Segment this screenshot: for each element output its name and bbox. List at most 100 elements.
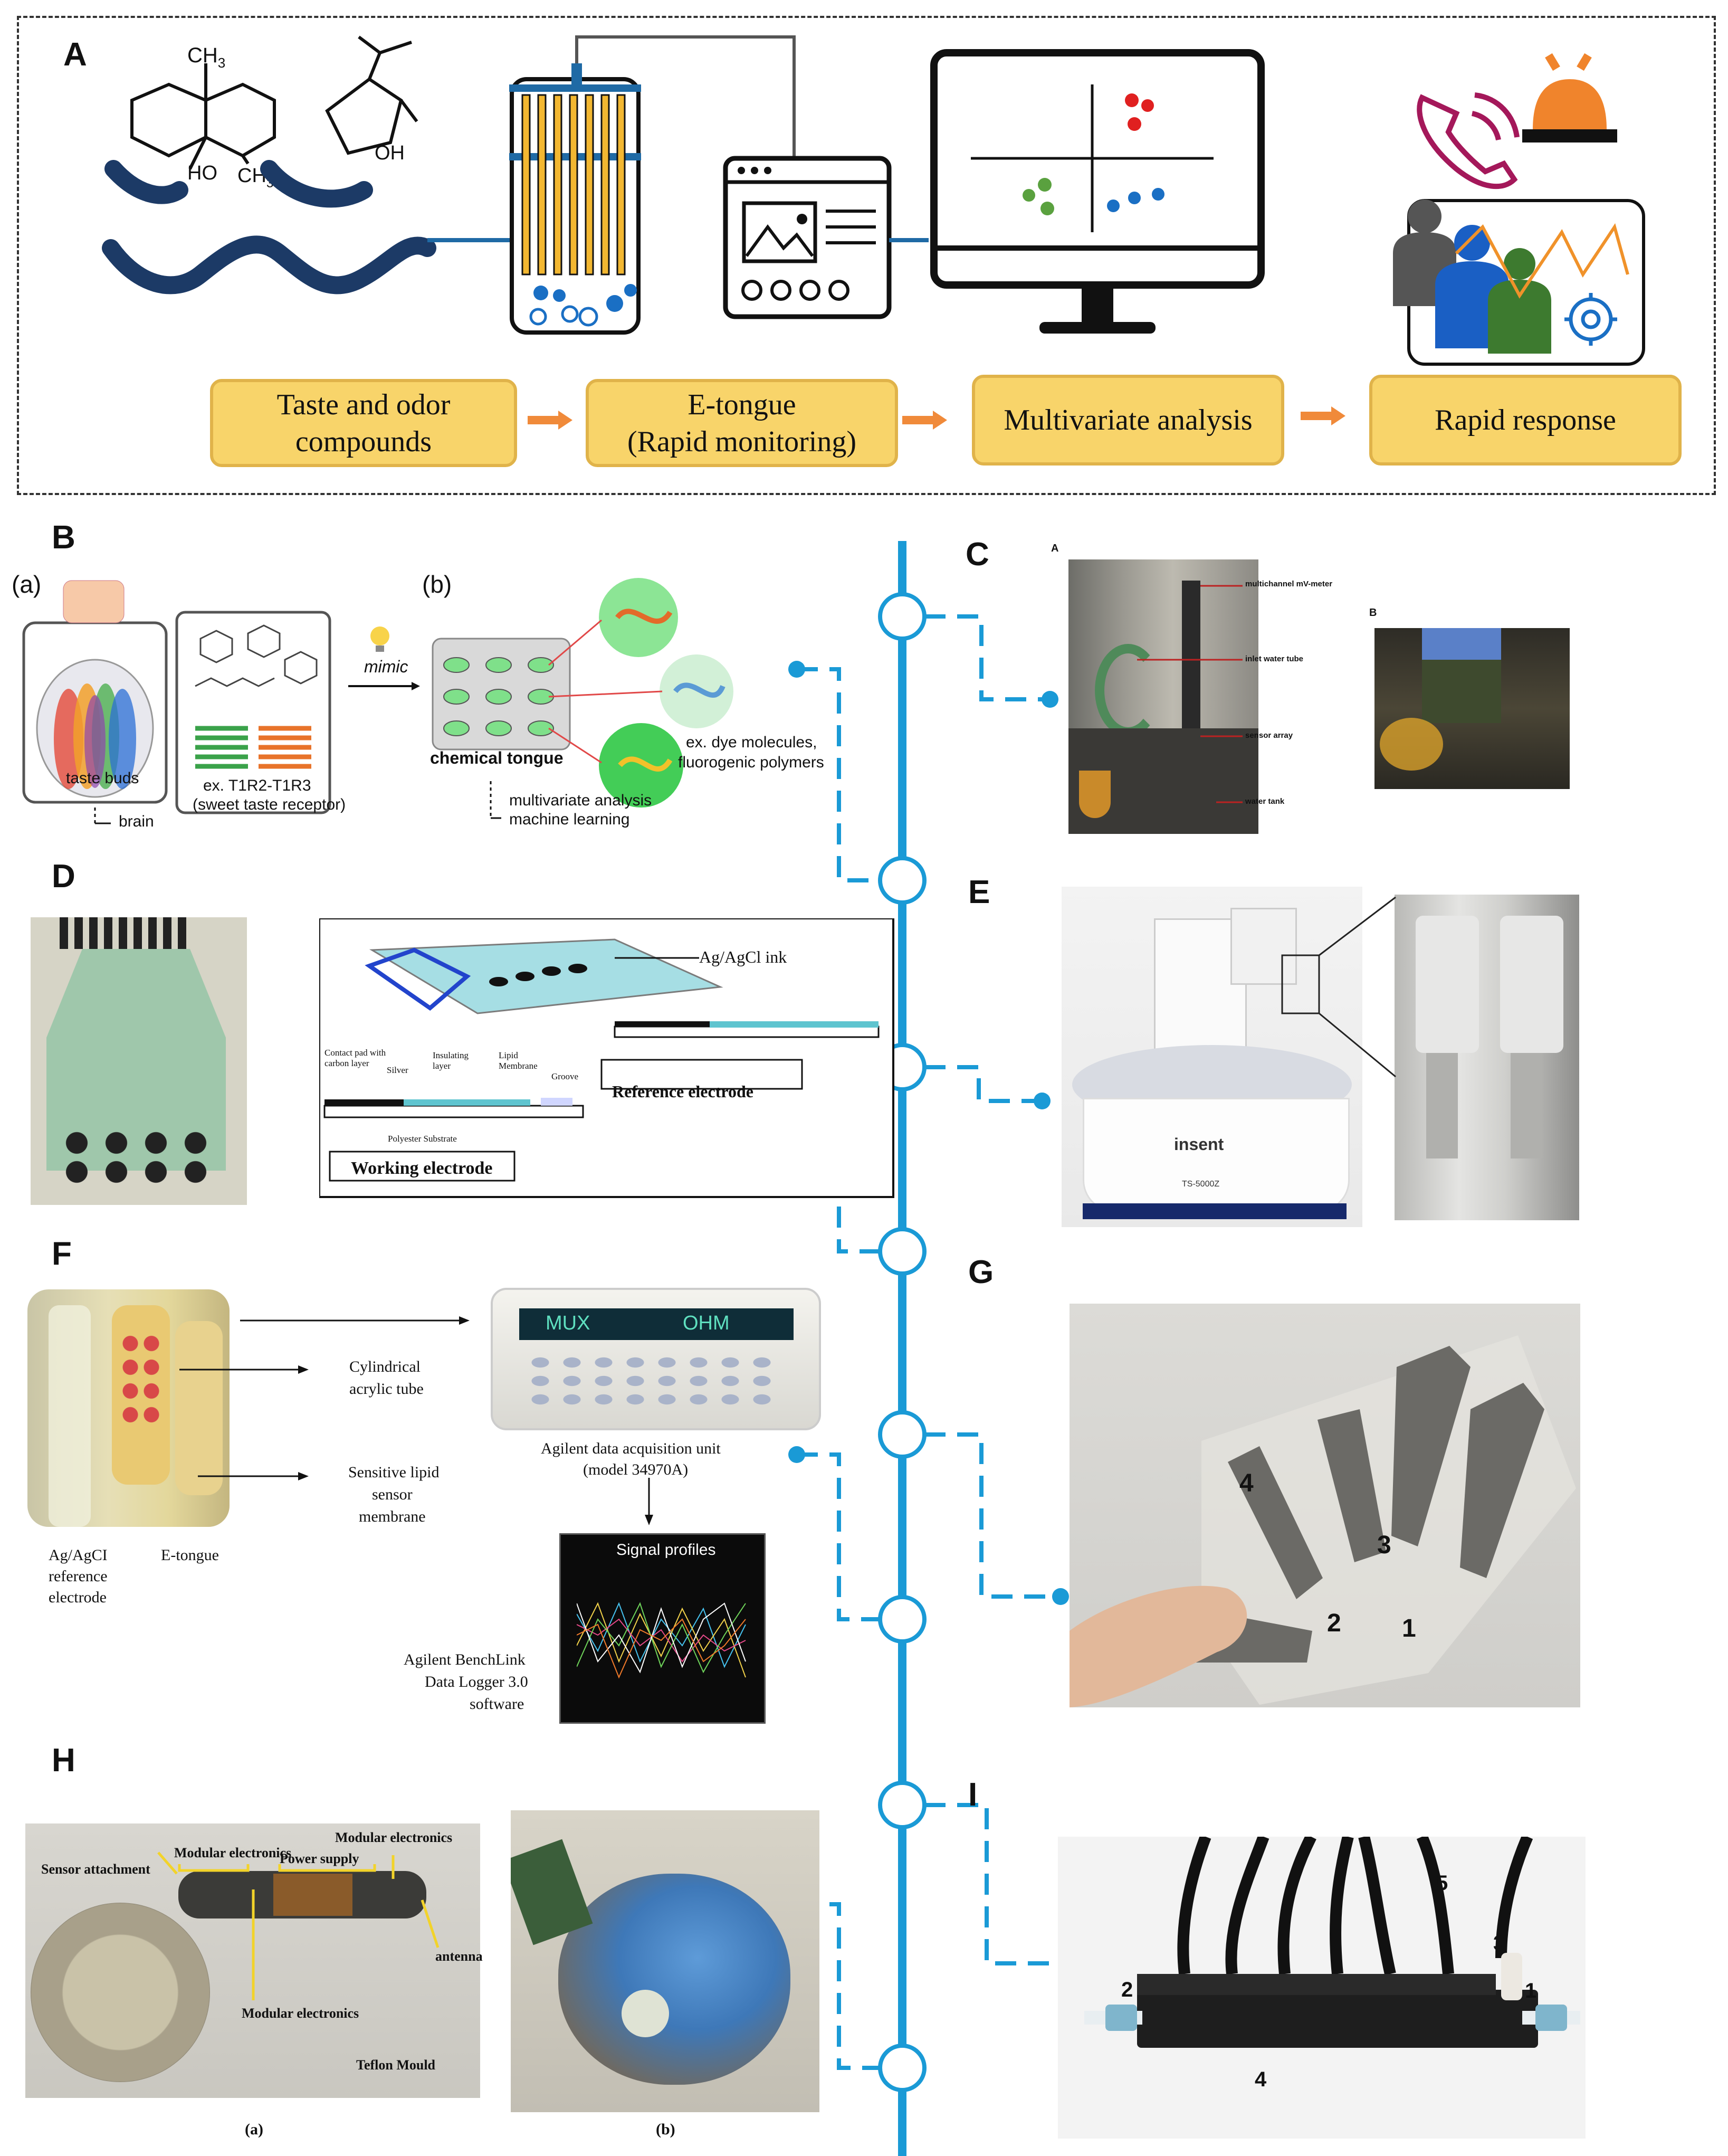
photo-insent-sensor-heads	[1395, 895, 1579, 1220]
panel-c-label-1: inlet water tube	[1245, 654, 1304, 663]
photo-insent-taste-system	[1062, 887, 1362, 1227]
panel-c-sub-a: A	[1051, 543, 1059, 554]
label-benchlink-line1: Agilent BenchLink	[404, 1651, 526, 1668]
electrode-number-4: 4	[1239, 1469, 1254, 1497]
label-mva-line2: machine learning	[509, 811, 630, 828]
molecule-sketch	[195, 624, 318, 687]
chem-ho: HO	[187, 162, 217, 184]
label-contact-pad: Contact pad with carbon layer	[324, 1048, 386, 1068]
label-dye-line1: ex. dye molecules,	[686, 734, 817, 751]
flow-cell-number-4: 4	[1255, 2068, 1267, 2091]
alarm-light-icon	[1522, 53, 1617, 143]
label-working-electrode: Working electrode	[351, 1158, 493, 1178]
photo-printed-electrodes-hand: 4 3 2 1	[1070, 1304, 1580, 1707]
caption-h-b: (b)	[656, 2121, 675, 2138]
panel-a-illustration: CH3 HO CH3 OH	[102, 35, 1645, 430]
label-receptor-line1: ex. T1R2-T1R3	[203, 777, 311, 794]
photo-signal-profiles: Signal profiles	[559, 1533, 766, 1724]
phone-icon	[1417, 92, 1520, 189]
electrode-number-2: 2	[1327, 1609, 1341, 1637]
label-antenna: antenna	[435, 1949, 483, 1964]
label-agcl-ink: Ag/AgCl ink	[699, 947, 787, 966]
label-lipid-membrane: Lipid Membrane	[499, 1050, 538, 1071]
panel-c-sub-b: B	[1369, 607, 1377, 619]
receptor-coils	[195, 726, 311, 769]
photo-etongue-probes	[27, 1289, 230, 1527]
panel-c-label-0: multichannel mV-meter	[1245, 580, 1333, 588]
connector-line	[575, 35, 796, 158]
panel-c-label-3: water tank	[1245, 797, 1285, 806]
panel-c-callouts	[1137, 585, 1243, 803]
label-mva-line1: multivariate analysis	[509, 792, 652, 809]
label-reference-electrode: Reference electrode	[612, 1082, 753, 1101]
timeline-node	[878, 592, 927, 641]
label-insulating: Insulating layer	[433, 1050, 469, 1071]
label-cylindrical-line2: acrylic tube	[349, 1380, 424, 1398]
bulb-icon	[370, 626, 389, 652]
label-substrate: Polyester Substrate	[388, 1134, 457, 1144]
panel-a-letter: A	[63, 36, 87, 73]
monitor-icon	[930, 49, 1265, 334]
panel-d-letter: D	[52, 858, 75, 895]
electrode-number-1: 1	[1402, 1614, 1416, 1642]
panel-h-letter: H	[52, 1742, 75, 1779]
flow-cell-number-5: 5	[1436, 1872, 1448, 1895]
label-modular-electronics-1: Modular electronics	[174, 1845, 292, 1860]
flow-step-multivariate: Multivariate analysis	[972, 375, 1284, 466]
agilent-display-right: OHM	[683, 1312, 730, 1334]
label-insent-brand: insent	[1174, 1135, 1224, 1154]
panel-h-brackets	[157, 1851, 440, 2000]
connector-dot	[788, 1446, 805, 1463]
gear-icon	[1564, 293, 1617, 346]
photo-ingestible-capsule-b	[511, 1810, 819, 2112]
connector-dot	[788, 661, 805, 678]
label-receptor-line2: (sweet taste receptor)	[193, 796, 346, 813]
photo-sensor-array	[1374, 628, 1570, 789]
label-sensor-attachment: Sensor attachment	[41, 1861, 150, 1877]
taste-bud-cells	[36, 659, 154, 798]
window-icon	[723, 156, 892, 319]
label-silver: Silver	[387, 1065, 408, 1075]
flow-cell-number-2: 2	[1121, 1978, 1133, 2001]
label-lipid-line2: sensor	[372, 1486, 413, 1503]
label-etongue: E-tongue	[161, 1546, 219, 1564]
chemical-structure	[130, 35, 418, 170]
photo-flow-cell-sensors: 5 3 2 1 4	[1058, 1837, 1586, 2139]
photo-screen-printed-sensor	[31, 917, 247, 1205]
timeline-node	[878, 2044, 927, 2092]
tongue-icon	[63, 580, 125, 623]
panel-a-frame	[17, 16, 1716, 495]
label-groove: Groove	[551, 1071, 578, 1081]
timeline-node	[878, 1781, 927, 1829]
flow-step-rapid-response: Rapid response	[1369, 375, 1682, 466]
timeline-node	[878, 1595, 927, 1644]
panel-e-letter: E	[968, 874, 990, 910]
trend-line	[1455, 223, 1629, 299]
label-signal-profiles: Signal profiles	[616, 1541, 716, 1559]
wave-icon	[102, 160, 436, 295]
panel-i-letter: I	[968, 1777, 978, 1813]
label-dye-line2: fluorogenic polymers	[678, 754, 824, 771]
label-brain: brain	[119, 813, 154, 830]
photo-ingestible-electronics-a	[25, 1823, 480, 2098]
flow-cell-number-3: 3	[1493, 1932, 1505, 1955]
photo-sensor-setup	[1068, 559, 1258, 834]
label-lipid-line1: Sensitive lipid	[348, 1464, 440, 1481]
label-benchlink-line3: software	[470, 1695, 524, 1713]
label-ts-model: TS-5000Z	[1182, 1180, 1220, 1189]
dye-molecules	[599, 578, 733, 808]
connector-dot	[1034, 1093, 1051, 1109]
panel-g-letter: G	[968, 1254, 994, 1290]
label-modular-electronics-2: Modular electronics	[335, 1830, 453, 1845]
people-icon	[1393, 200, 1551, 354]
caption-h-a: (a)	[245, 2121, 263, 2138]
label-teflon-mould: Teflon Mould	[356, 2057, 436, 2073]
panel-b-letter: B	[52, 519, 75, 556]
flow-step-etongue: E-tongue(Rapid monitoring)	[586, 379, 898, 467]
flow-cell-number-1: 1	[1525, 1979, 1537, 2002]
chem-oh: OH	[375, 142, 405, 164]
label-agagcl-line2: reference	[49, 1568, 108, 1585]
connector-dot	[1042, 691, 1058, 708]
agilent-display-left: MUX	[546, 1312, 590, 1334]
